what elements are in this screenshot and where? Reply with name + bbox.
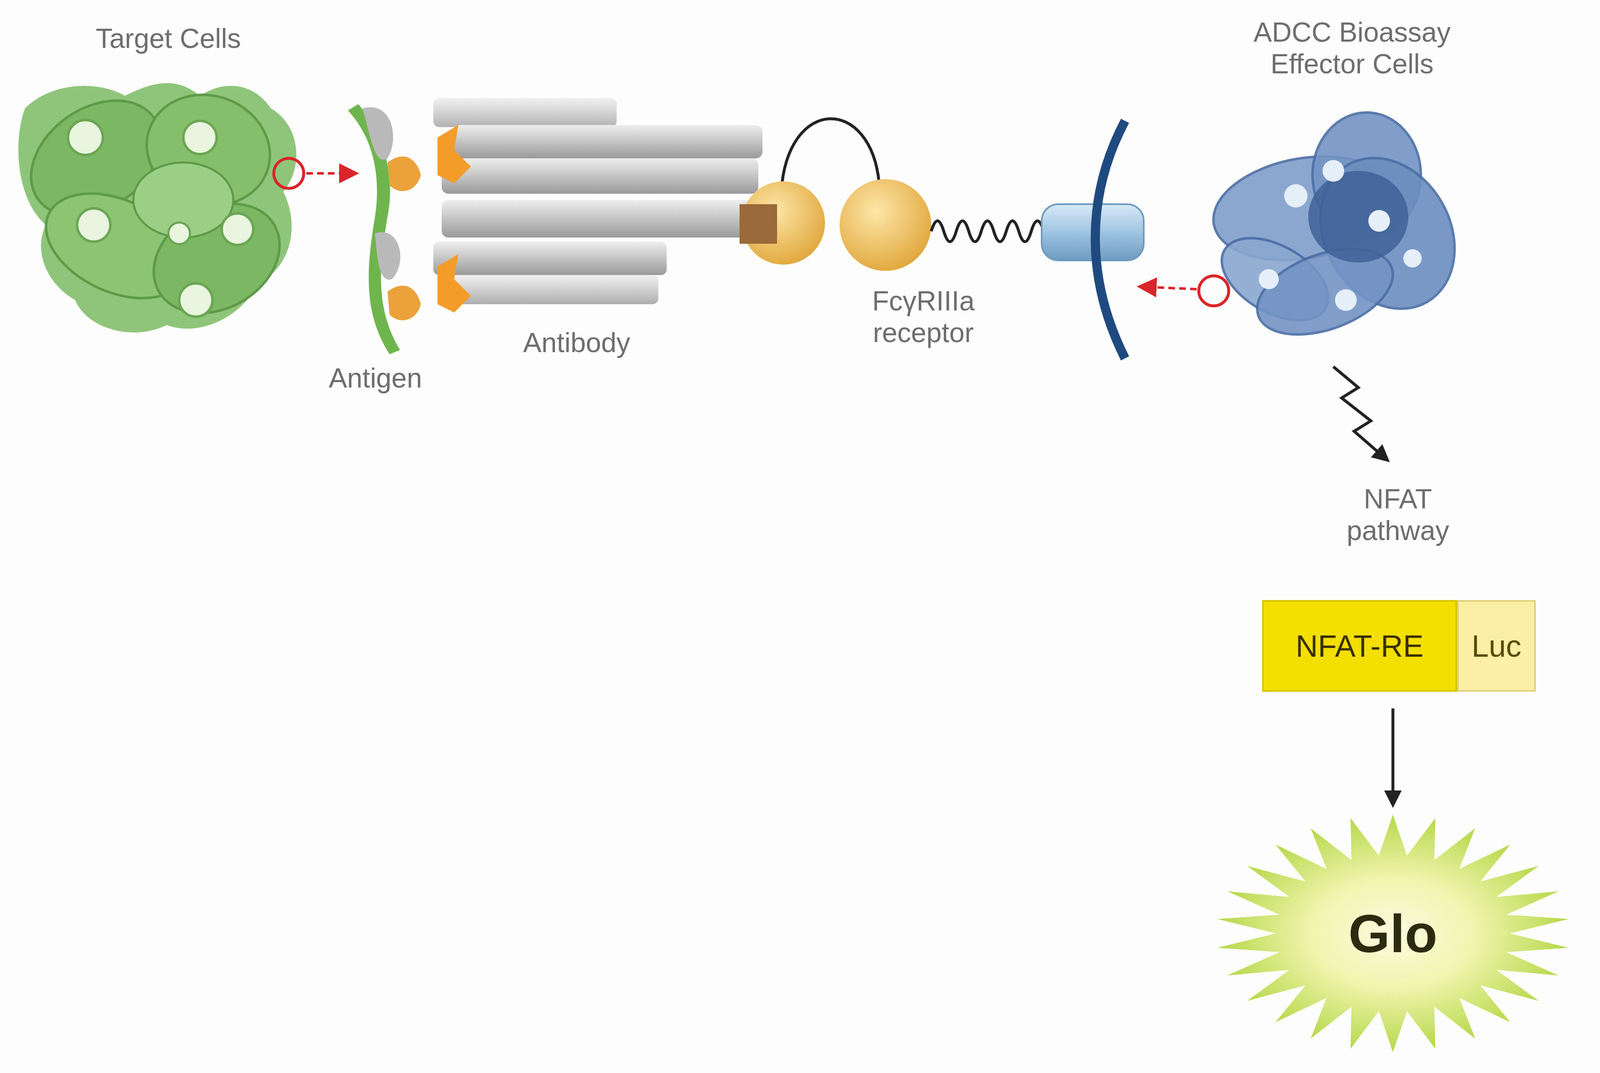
response-element-box: NFAT-RE: [1262, 600, 1458, 692]
effector-cells: [1205, 112, 1482, 352]
label: NFAT pathway: [1327, 483, 1469, 547]
zoom-marker: [1198, 275, 1229, 306]
label: ADCC Bioassay Effector Cells: [1227, 16, 1478, 80]
antibody: [387, 97, 767, 321]
label: Target Cells: [10, 22, 327, 55]
label: Antibody: [460, 327, 694, 359]
fc-receptor: [739, 118, 1144, 359]
starburst-outline: [1217, 814, 1569, 1053]
node-text: Glo: [1348, 902, 1438, 965]
zoom-marker: [273, 158, 304, 189]
label: Antigen: [271, 362, 480, 395]
zoom-arrow: [1141, 286, 1197, 290]
luciferase-box: Luc: [1457, 600, 1536, 692]
label: FcγRIIIa receptor: [844, 285, 1003, 349]
target-cells: [9, 76, 300, 335]
glo-starburst: Glo: [1213, 812, 1573, 1055]
node-text: Luc: [1471, 628, 1522, 664]
zoom-arrow: [306, 172, 355, 175]
signal-arrow: [1333, 366, 1386, 459]
flow-arrow: [1391, 708, 1395, 803]
node-text: NFAT-RE: [1295, 628, 1424, 664]
